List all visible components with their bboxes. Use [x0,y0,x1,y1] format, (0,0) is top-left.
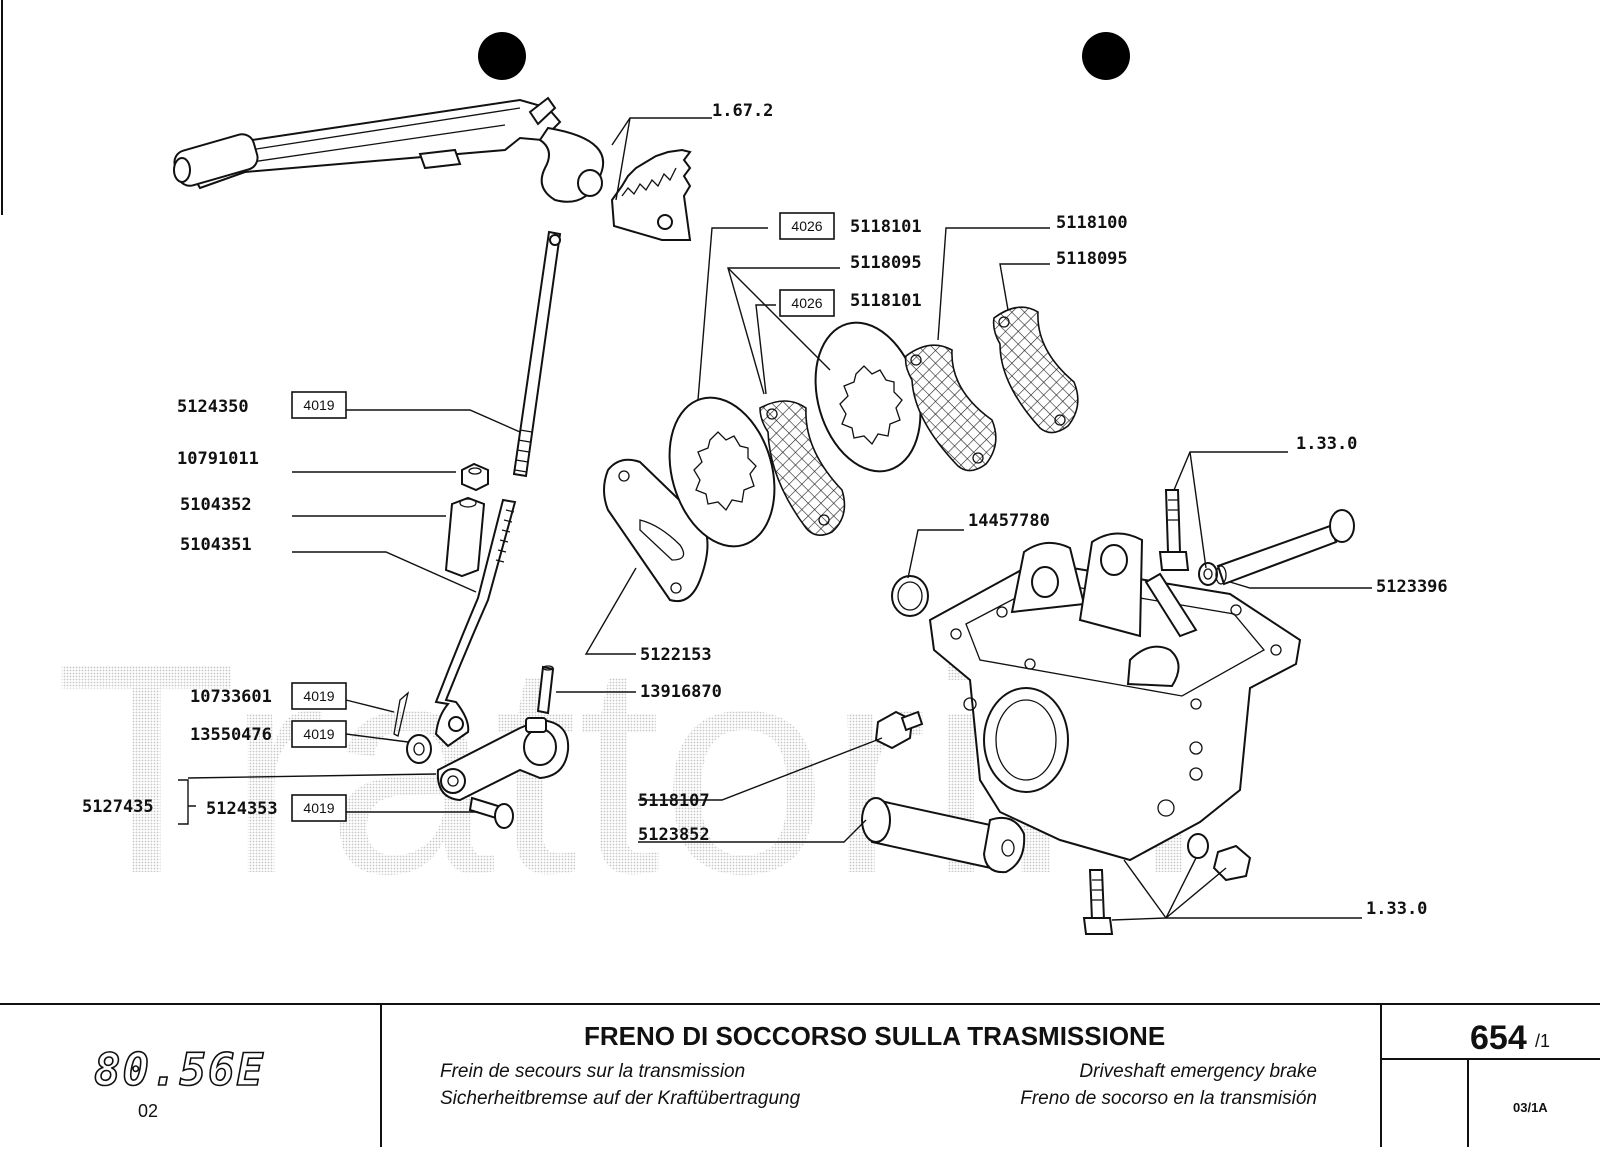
roll-pin [536,665,555,715]
code-box-13550476: 4019 [291,720,347,748]
ratchet-sector [610,148,692,241]
callout-5118107: 5118107 [638,791,710,811]
bolt-bottom-left [1082,869,1114,935]
svg-text:4026: 4026 [791,295,822,311]
registration-dot-left [478,32,526,80]
pivot-arm [436,717,570,802]
callout-5118100: 5118100 [1056,213,1128,233]
code-box-10733601: 4019 [291,682,347,710]
callout-1672: 1.67.2 [712,101,773,121]
code-box-5124353: 4019 [291,794,347,822]
callout-1330b: 1.33.0 [1366,899,1427,919]
hand-brake-lever [173,96,605,203]
long-bolt-5123396 [1215,509,1355,586]
cotter-pin [393,691,410,737]
callout-5118095a: 5118095 [850,253,922,273]
callout-1330a: 1.33.0 [1296,434,1357,454]
code-box-5118101b: 4026 [779,289,835,317]
svg-text:4019: 4019 [303,688,334,704]
model-variant: 02 [138,1101,159,1121]
washer-13550476 [406,734,432,764]
brake-plate-5122153 [603,458,709,602]
title-block: 80.56E 02 FRENO DI SOCCORSO SULLA TRASMI… [0,1003,1600,1163]
callout-10791011: 10791011 [177,449,259,469]
bolt-top-left [1158,489,1190,571]
shaft-5123852 [861,797,1026,874]
pin-5124353 [468,796,514,829]
snap-ring-14457780 [891,575,929,617]
page-sub-number: /1 [1535,1031,1551,1051]
callout-5124350: 5124350 [177,397,249,417]
lower-rod [434,498,517,748]
brake-disc-5118101-front [668,396,776,548]
svg-text:4019: 4019 [303,726,334,742]
svg-text:4026: 4026 [791,218,822,234]
code-box-5124350: 4019 [291,391,347,419]
callout-5104352: 5104352 [180,495,252,515]
model-logo: 80.56E [93,1044,265,1097]
callout-5118095b: 5118095 [1056,249,1128,269]
callout-13550476: 13550476 [190,725,272,745]
lining-5118095-front [759,400,846,536]
callout-5118101b: 5118101 [850,291,922,311]
title-italian: FRENO DI SOCCORSO SULLA TRASMISSIONE [584,1021,1166,1051]
callout-5124353: 5124353 [206,799,278,819]
callout-5104351: 5104351 [180,535,252,555]
title-spanish: Freno de socorso en la transmisión [1020,1088,1317,1109]
revision-code: 03/1A [1513,1100,1548,1115]
brake-disc-5118101-rear [814,321,922,473]
page-number: 654 [1470,1019,1527,1057]
callout-5123396: 5123396 [1376,577,1448,597]
callout-14457780: 14457780 [968,511,1050,531]
title-english: Driveshaft emergency brake [1079,1061,1317,1082]
lining-5118095-rear [992,306,1079,434]
upper-rod [512,230,562,478]
callout-13916870: 13916870 [640,682,722,702]
callout-5127435: 5127435 [82,797,154,817]
code-box-5118101a: 4026 [779,212,835,240]
brake-housing [928,532,1302,862]
callout-5122153: 5122153 [640,645,712,665]
registration-dot-right [1082,32,1130,80]
washer-top [1198,562,1218,586]
coupling-sleeve [444,496,486,578]
callout-5123852: 5123852 [638,825,710,845]
title-german: Sicherheitbremse auf der Kraftübertragun… [440,1088,801,1109]
title-french: Frein de secours sur la transmission [440,1061,746,1082]
callout-5118101a: 5118101 [850,217,922,237]
bolt-bottom-right [1212,844,1252,882]
exploded-diagram: TrattoriIT [1,0,1448,936]
leader-lines [178,117,1372,921]
nut-10791011 [461,462,489,492]
part-number-callouts: 1.67.2 5118101 5118095 5118101 5118100 5… [82,101,1448,919]
washer-bottom [1187,833,1209,859]
lining-5118100 [904,344,997,472]
svg-text:4019: 4019 [303,397,334,413]
callout-10733601: 10733601 [190,687,272,707]
svg-text:4019: 4019 [303,800,334,816]
